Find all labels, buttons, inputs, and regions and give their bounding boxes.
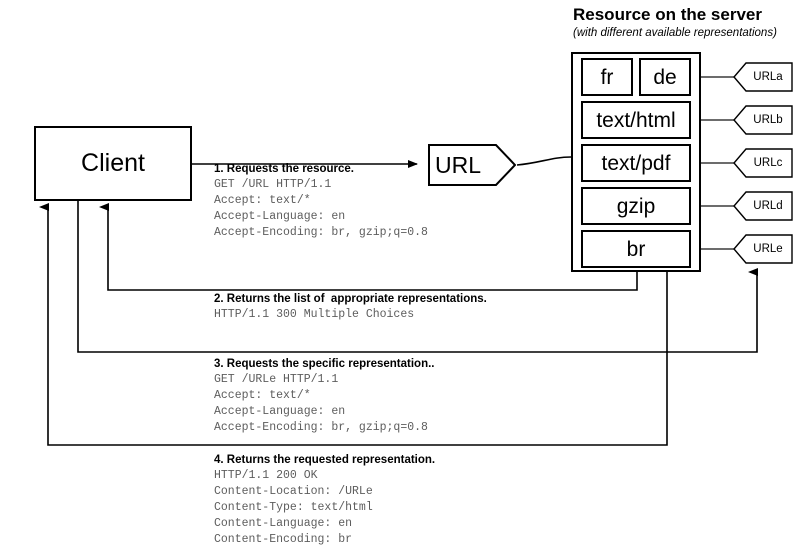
flow-arrow-step2: [99, 203, 638, 291]
representation-label-br: br: [626, 237, 646, 261]
client-label: Client: [81, 149, 145, 177]
step-1-block: 1. Requests the resource. GET /URL HTTP/…: [214, 163, 428, 241]
url-tag-urlb[interactable]: URLb: [733, 105, 793, 135]
flow-arrow-step4: [39, 203, 668, 446]
step-2-title: 2. Returns the list of appropriate repre…: [214, 293, 487, 305]
step-3-line-2: Accept: text/*: [214, 389, 311, 402]
step-4-line-5: Content-Encoding: br: [214, 533, 353, 546]
url-tag-label-urlc: URLc: [753, 157, 783, 169]
step-3-title: 3. Requests the specific representation.…: [214, 358, 435, 370]
step-1-line-2: Accept: text/*: [214, 194, 311, 207]
representation-label-gzip: gzip: [616, 194, 656, 218]
url-tag-urld[interactable]: URLd: [733, 191, 793, 221]
url-to-server-connector: [516, 156, 572, 166]
representation-box-br[interactable]: br: [581, 230, 691, 268]
url-tag-urla[interactable]: URLa: [733, 62, 793, 92]
url-node[interactable]: URL: [428, 144, 516, 186]
url-pentagon-shape: [428, 144, 516, 186]
step-1-line-4: Accept-Encoding: br, gzip;q=0.8: [214, 226, 428, 239]
url-tag-urle[interactable]: URLe: [733, 234, 793, 264]
representation-label-text-pdf: text/pdf: [601, 151, 671, 175]
representation-box-text-html[interactable]: text/html: [581, 101, 691, 139]
url-tag-shape-urld: [733, 191, 793, 221]
url-tag-shape-urlb: [733, 105, 793, 135]
step-3-block: 3. Requests the specific representation.…: [214, 358, 435, 436]
flow-arrow-step3: [77, 201, 758, 353]
url-tag-shape-urla: [733, 62, 793, 92]
step-4-line-1: HTTP/1.1 200 OK: [214, 469, 318, 482]
url-tag-urlc[interactable]: URLc: [733, 148, 793, 178]
representation-box-de[interactable]: de: [639, 58, 691, 96]
server-subtitle: (with different available representation…: [573, 27, 777, 39]
step-2-block: 2. Returns the list of appropriate repre…: [214, 293, 487, 323]
representation-box-text-pdf[interactable]: text/pdf: [581, 144, 691, 182]
url-tag-label-urlb: URLb: [753, 114, 783, 126]
url-tag-label-urle: URLe: [753, 243, 783, 255]
client-node[interactable]: Client: [34, 126, 192, 201]
step-3-line-3: Accept-Language: en: [214, 405, 346, 418]
representation-label-fr: fr: [600, 65, 614, 89]
step-2-line-1: HTTP/1.1 300 Multiple Choices: [214, 308, 415, 321]
step-4-title: 4. Returns the requested representation.: [214, 454, 436, 466]
url-tag-label-urla: URLa: [753, 71, 783, 83]
url-tag-shape-urle: [733, 234, 793, 264]
step-4-block: 4. Returns the requested representation.…: [214, 454, 435, 548]
url-tag-shape-urlc: [733, 148, 793, 178]
representation-label-text-html: text/html: [596, 108, 676, 132]
representation-box-fr[interactable]: fr: [581, 58, 633, 96]
step-3-line-1: GET /URLe HTTP/1.1: [214, 373, 339, 386]
step-4-line-2: Content-Location: /URLe: [214, 485, 373, 498]
server-title: Resource on the server: [573, 5, 762, 24]
step-1-line-3: Accept-Language: en: [214, 210, 346, 223]
step-4-line-3: Content-Type: text/html: [214, 501, 373, 514]
step-4-line-4: Content-Language: en: [214, 517, 353, 530]
step-1-line-1: GET /URL HTTP/1.1: [214, 178, 332, 191]
url-node-label: URL: [435, 151, 482, 178]
url-tag-label-urld: URLd: [753, 200, 783, 212]
step-1-title: 1. Requests the resource.: [214, 163, 354, 175]
step-3-line-4: Accept-Encoding: br, gzip;q=0.8: [214, 421, 428, 434]
representation-box-gzip[interactable]: gzip: [581, 187, 691, 225]
representation-label-de: de: [653, 65, 677, 89]
